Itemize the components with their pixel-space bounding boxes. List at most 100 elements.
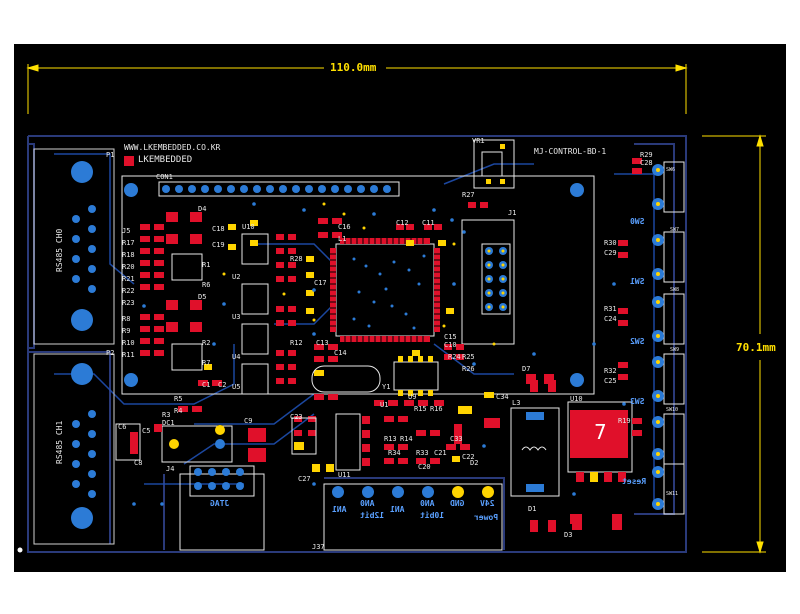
ref-c11: C11 — [422, 219, 435, 227]
ref-c23: C23 — [290, 413, 303, 421]
ref-dc1: DC1 — [162, 419, 175, 427]
ref-d5: D5 — [198, 293, 207, 301]
mcu-pin-gaps — [330, 238, 440, 342]
board-logo: LKEMBEDDED — [138, 155, 193, 165]
ref-r14: R14 — [400, 435, 413, 443]
ref-d3: D3 — [564, 531, 573, 539]
ref-r23: R23 — [122, 299, 135, 307]
ref-r25: R25 — [462, 353, 475, 361]
dc1-vias — [215, 439, 225, 449]
jtag-pins — [194, 468, 244, 490]
terminal-12bit: 12bit — [360, 511, 385, 520]
ref-u5: U5 — [232, 383, 241, 391]
ref-r28: R28 — [290, 255, 303, 263]
dc1 — [161, 425, 233, 463]
ref-u2: U2 — [232, 273, 241, 281]
ref-r31: R31 — [604, 305, 617, 313]
ref-c10: C10 — [444, 341, 457, 349]
ref-c25: C25 — [604, 377, 617, 385]
ref-c29: C29 — [604, 249, 617, 257]
ref-c1: C1 — [202, 381, 211, 389]
switch-sw2-label: SW2 — [630, 337, 645, 346]
db9-pins — [72, 205, 96, 498]
ref-r8: R8 — [122, 315, 131, 323]
ref-j37: J37 — [312, 543, 325, 551]
ref-c13: C13 — [316, 339, 329, 347]
ref-c17: C17 — [314, 279, 327, 287]
terminal-pads-power — [452, 486, 494, 498]
ref-u10b: U10 — [242, 223, 255, 231]
terminal-6-top: 24V — [480, 499, 495, 508]
ref-c18: C18 — [212, 225, 225, 233]
switch-sw7: SW7 — [670, 227, 680, 233]
ref-r18: R18 — [122, 251, 135, 259]
db9-connectors — [33, 148, 115, 545]
jtag-header — [179, 465, 265, 551]
ref-c28: C28 — [640, 159, 653, 167]
ref-c20: C20 — [418, 463, 431, 471]
ref-r5: R5 — [174, 395, 183, 403]
smd-pads — [130, 158, 642, 532]
switch-sw11: SW11 — [666, 491, 679, 497]
regulator-digit: 7 — [594, 420, 607, 444]
mcu-module — [121, 175, 595, 395]
ref-y1: Y1 — [382, 383, 391, 391]
cap-pads — [204, 220, 494, 472]
logo-mark — [124, 156, 134, 166]
ref-l1: L1 — [338, 235, 347, 243]
ref-r2: R2 — [202, 339, 211, 347]
diodes — [526, 374, 582, 524]
switch-sw10: SW10 — [666, 407, 679, 413]
ref-c2: C2 — [218, 381, 227, 389]
jtag-label: JTAG — [210, 499, 230, 508]
ref-r26: R26 — [462, 365, 475, 373]
switch-sw9: SW9 — [670, 347, 680, 353]
ref-d2: D2 — [470, 459, 479, 467]
ref-r1: R1 — [202, 261, 211, 269]
u9 — [393, 361, 439, 391]
ref-r15: R15 — [414, 405, 427, 413]
fiducials — [17, 547, 23, 553]
ref-p2: P2 — [106, 349, 115, 357]
ref-r7: R7 — [202, 359, 211, 367]
ref-j5: J5 — [122, 227, 131, 235]
switch-pad-cores — [656, 168, 660, 506]
ref-p1: P1 — [106, 151, 115, 159]
u11 — [335, 413, 361, 471]
ref-r24: R24 — [448, 353, 461, 361]
ref-c5: C5 — [142, 427, 151, 435]
board-name: MJ-CONTROL-BD-1 — [534, 147, 607, 156]
ref-vr1: VR1 — [472, 137, 485, 145]
ref-r4: R4 — [174, 407, 183, 415]
con1-pins — [162, 185, 391, 193]
rs485-ch0-label: RS485 CH0 — [55, 228, 64, 272]
ref-r27: R27 — [462, 191, 475, 199]
terminal-4-top: AN0 — [420, 499, 435, 508]
ref-r34: R34 — [388, 449, 401, 457]
ref-r33: R33 — [416, 449, 429, 457]
vr1-pins — [486, 144, 505, 184]
switch-sw8: SW8 — [670, 287, 680, 293]
switch-sw0-label: SW0 — [630, 217, 645, 226]
height-dimension: 70.1mm — [736, 341, 776, 354]
vr1-pot — [473, 139, 515, 189]
rs485-ch1-label: RS485 CH1 — [55, 420, 64, 464]
ref-j4: J4 — [166, 465, 175, 473]
ref-d4: D4 — [198, 205, 207, 213]
ref-u3: U3 — [232, 313, 241, 321]
inductor-l3 — [510, 407, 560, 497]
ref-c22: C22 — [462, 453, 475, 461]
ref-c8: C8 — [134, 459, 143, 467]
ref-j1: J1 — [508, 209, 517, 217]
ref-r13: R13 — [384, 435, 397, 443]
mcu-vias — [352, 254, 426, 330]
ref-u4: U4 — [232, 353, 241, 361]
tact-switches — [663, 161, 685, 515]
ref-r10: R10 — [122, 339, 135, 347]
j1-pin-cores — [487, 249, 505, 309]
ref-c16: C16 — [338, 223, 351, 231]
ref-r9: R9 — [122, 327, 131, 335]
ref-d1: D1 — [528, 505, 537, 513]
pcb-canvas[interactable]: 110.0mm 70.1mm WWW.LKEMBEDDED.CO.KR LKEM… — [14, 44, 786, 572]
